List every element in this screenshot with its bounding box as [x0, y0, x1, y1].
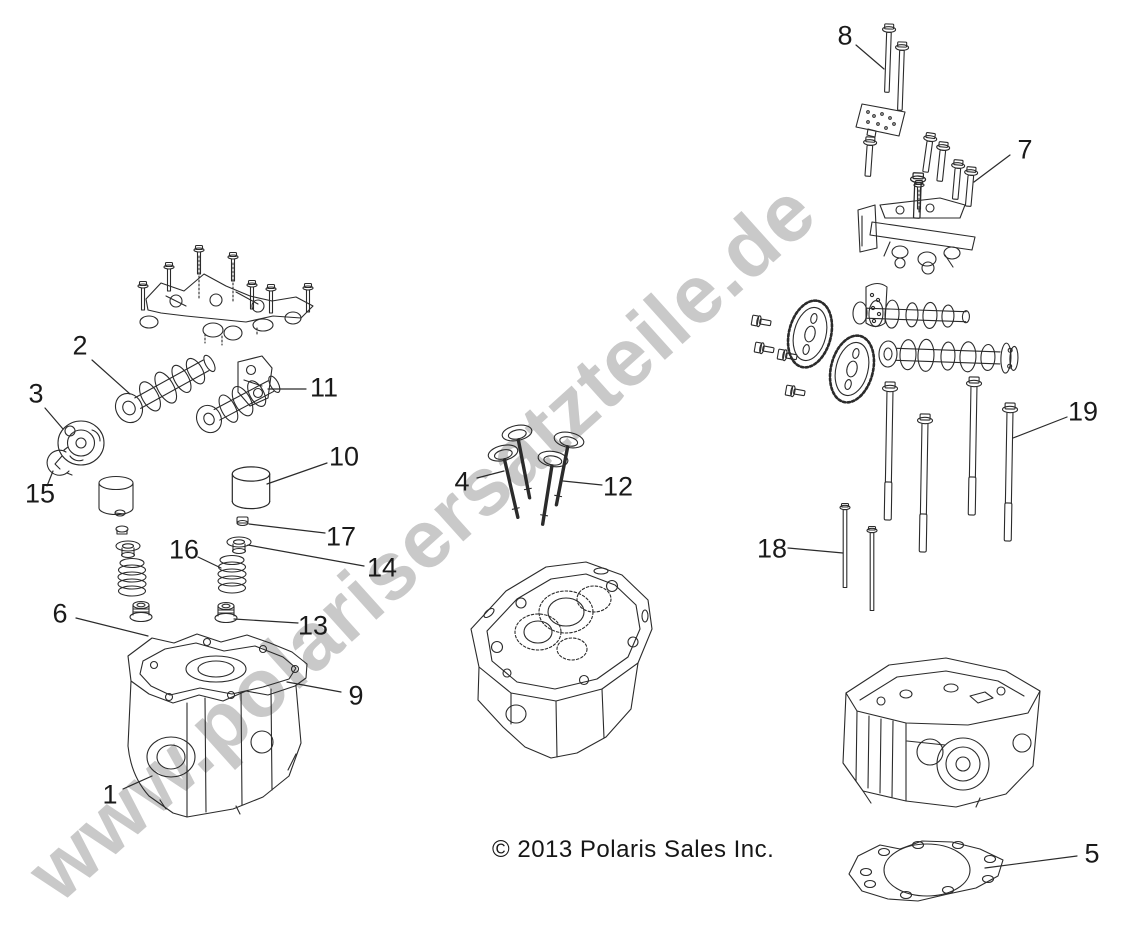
leader-line-1	[122, 775, 153, 790]
callout-17: 17	[325, 521, 357, 552]
cylinder-head-right	[842, 657, 1041, 808]
callout-3: 3	[28, 378, 44, 409]
callout-12: 12	[602, 471, 634, 502]
tappet-buckets	[98, 466, 271, 516]
callout-14: 14	[366, 552, 398, 583]
valve-keeper-left	[114, 509, 126, 517]
leader-line-19	[1012, 416, 1068, 439]
leader-line-15	[46, 470, 54, 487]
leader-lines	[44, 44, 1078, 869]
leader-line-16	[197, 556, 222, 569]
cam-sprockets	[750, 294, 882, 409]
callout-4: 4	[454, 466, 470, 497]
rocker-assembly-left	[137, 244, 314, 346]
valve-spring-right	[217, 554, 247, 594]
leader-line-6	[75, 617, 149, 637]
leader-line-4	[476, 470, 505, 479]
leader-line-17	[248, 523, 326, 534]
callout-6: 6	[52, 598, 68, 629]
valve-collet-left	[115, 525, 129, 535]
callout-9: 9	[348, 680, 364, 711]
callout-11: 11	[309, 372, 339, 403]
valve-seal-6	[129, 600, 153, 623]
cylinder-head-left	[127, 633, 308, 818]
valves	[484, 421, 587, 529]
leader-line-10	[266, 462, 328, 485]
valve-nut-17	[236, 516, 249, 527]
camshaft-pair-right	[852, 282, 1019, 374]
spring-retainer-left	[115, 540, 141, 559]
bolts-7	[860, 131, 979, 220]
head-gasket	[848, 840, 1004, 902]
leader-line-12	[562, 480, 603, 486]
copyright-text: © 2013 Polaris Sales Inc.	[492, 836, 775, 863]
callout-2: 2	[72, 330, 88, 361]
leader-line-14	[247, 544, 365, 567]
spring-retainer-14	[226, 536, 252, 555]
cam-hub	[54, 420, 105, 470]
leader-line-2	[91, 359, 131, 395]
bolts-18	[839, 502, 878, 612]
valve-spring-left	[117, 557, 147, 597]
bolts-19	[879, 376, 1019, 553]
callout-1: 1	[102, 779, 118, 810]
leader-line-7	[973, 154, 1011, 183]
bolts-8	[879, 23, 910, 112]
leader-line-3	[44, 407, 64, 430]
callout-5: 5	[1084, 838, 1100, 869]
callout-8: 8	[837, 20, 853, 51]
leader-line-9	[286, 681, 342, 693]
callout-13: 13	[297, 610, 329, 641]
leader-line-5	[984, 855, 1078, 869]
camshaft-pair-left	[114, 354, 281, 434]
callout-18: 18	[756, 533, 788, 564]
callout-15: 15	[24, 478, 56, 509]
leader-line-13	[233, 618, 299, 624]
snap-ring	[46, 446, 73, 476]
callout-7: 7	[1017, 134, 1033, 165]
callout-16: 16	[168, 534, 200, 565]
rocker-assembly-right	[857, 179, 976, 275]
cam-bracket	[237, 355, 273, 407]
callout-10: 10	[328, 441, 360, 472]
mount-plate	[855, 103, 906, 138]
leader-line-18	[787, 547, 844, 554]
callout-19: 19	[1067, 396, 1099, 427]
cylinder-head-center	[470, 561, 653, 759]
leader-line-8	[855, 44, 885, 70]
